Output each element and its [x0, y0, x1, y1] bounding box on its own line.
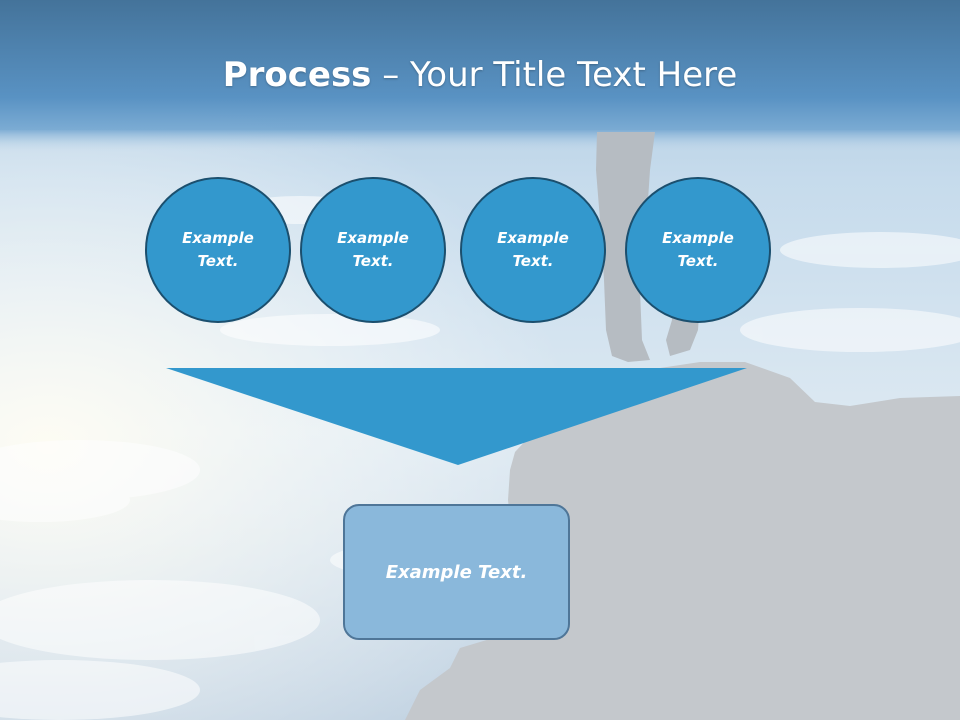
step-label-2-line2: Text.: [352, 252, 394, 270]
title-bold: Process: [222, 55, 372, 95]
page-title: Process – Your Title Text Here: [0, 52, 960, 98]
step-label-1-line2: Text.: [197, 252, 239, 270]
step-label-1-line1: Example: [182, 229, 254, 247]
step-label-4-line2: Text.: [677, 252, 719, 270]
step-label-4-line1: Example: [662, 229, 734, 247]
result-label: Example Text.: [385, 561, 528, 583]
step-label-3-line1: Example: [497, 229, 569, 247]
step-label-3-line2: Text.: [512, 252, 554, 270]
title-rest: – Your Title Text Here: [371, 55, 738, 95]
step-label-2-line1: Example: [337, 229, 409, 247]
result-box: Example Text.: [343, 504, 570, 640]
